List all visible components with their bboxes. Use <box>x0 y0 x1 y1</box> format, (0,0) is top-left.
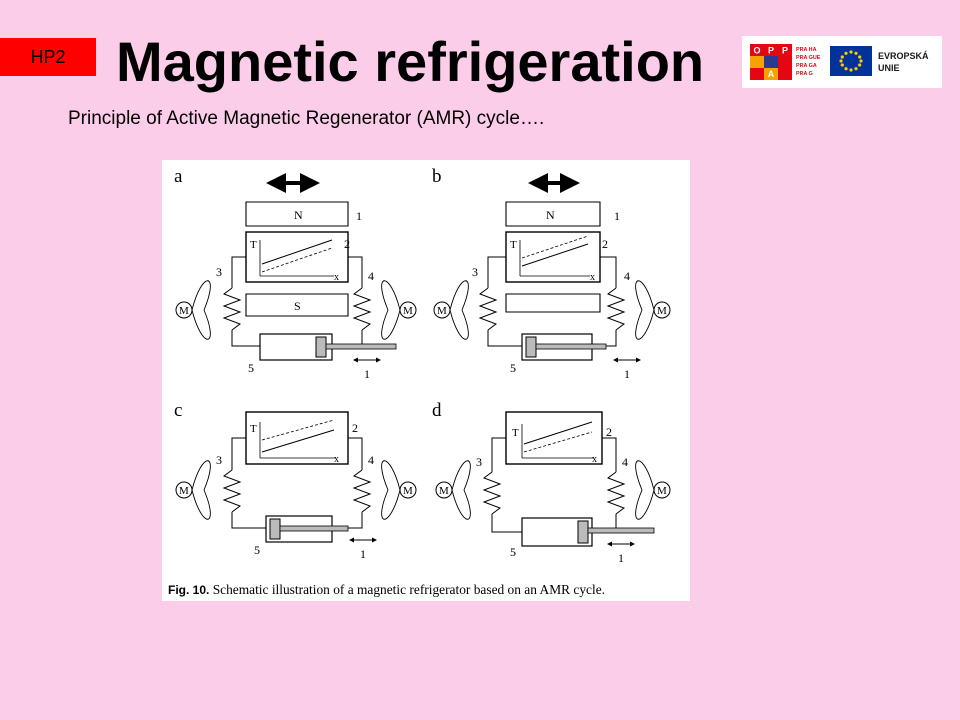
axis-t: T <box>250 239 257 251</box>
label-cylinder: 5 <box>254 543 260 557</box>
eu-text-line2: UNIE <box>878 63 900 73</box>
praha-line: PRA GUE <box>796 55 821 61</box>
magnet-top-label: N <box>546 208 555 222</box>
opp-letter: O <box>753 46 760 56</box>
piston-rod <box>587 527 655 534</box>
slide-title: Magnetic refrigeration <box>116 30 705 93</box>
label-magnet: 1 <box>356 209 362 223</box>
label-hx-left: 3 <box>476 455 482 469</box>
label-regenerator: 2 <box>602 237 608 251</box>
praha-line: PRA HA <box>796 47 817 53</box>
axis-t: T <box>510 239 517 251</box>
piston <box>525 336 537 358</box>
panel-letter: b <box>432 166 442 187</box>
piston-rod <box>535 343 607 350</box>
magnet-bottom <box>505 293 601 313</box>
axis-x: x <box>334 272 339 283</box>
praha-line: PRA G <box>796 71 813 77</box>
piston <box>577 520 589 544</box>
magnet-top-label: N <box>294 208 303 222</box>
panel-a: a N 1 T x 2 S 3 4 M M <box>174 166 417 381</box>
motor-label: M <box>657 305 667 317</box>
label-cylinder: 5 <box>248 361 254 375</box>
opp-praha-logo: O P P A PRA HA PRA GUE PRA GA PRA G <box>750 44 821 80</box>
praha-line: PRA GA <box>796 63 817 69</box>
regenerator <box>245 231 349 283</box>
motor-label: M <box>439 485 449 497</box>
axis-t: T <box>512 427 519 439</box>
motor-label: M <box>403 305 413 317</box>
label-magnet: 1 <box>614 209 620 223</box>
label-hx-right: 4 <box>624 269 630 283</box>
regenerator <box>505 411 603 465</box>
eu-logo: EVROPSKÁ UNIE <box>830 46 929 76</box>
eu-text-line1: EVROPSKÁ <box>878 51 929 61</box>
motor-label: M <box>437 305 447 317</box>
axis-x: x <box>592 454 597 465</box>
piston-rod <box>325 343 397 350</box>
label-piston-motion: 1 <box>360 547 366 561</box>
panel-c: c T x 2 3 4 M M 5 1 <box>174 400 417 561</box>
panel-letter: d <box>432 400 442 421</box>
label-hx-left: 3 <box>472 265 478 279</box>
piston <box>315 336 327 358</box>
hp-badge: HP2 <box>0 38 96 76</box>
label-piston-motion: 1 <box>618 551 624 565</box>
label-hx-right: 4 <box>622 455 628 469</box>
motor-label: M <box>403 485 413 497</box>
motor-label: M <box>179 485 189 497</box>
figure-caption: Fig. 10. Schematic illustration of a mag… <box>168 582 605 598</box>
magnet-top <box>245 201 349 227</box>
label-regenerator: 2 <box>352 421 358 435</box>
slide-subtitle: Principle of Active Magnetic Regenerator… <box>68 108 545 129</box>
figure-caption-text: Schematic illustration of a magnetic ref… <box>212 582 605 597</box>
panel-letter: a <box>174 166 183 187</box>
label-hx-right: 4 <box>368 269 374 283</box>
opp-letter: A <box>768 69 775 79</box>
panel-d: d T x 2 3 4 M M 5 1 <box>432 400 671 565</box>
amr-figure: a N 1 T x 2 S 3 4 M M <box>162 160 690 601</box>
label-cylinder: 5 <box>510 361 516 375</box>
label-regenerator: 2 <box>606 425 612 439</box>
hp-badge-label: HP2 <box>30 46 66 67</box>
logo-strip: O P P A PRA HA PRA GUE PRA GA PRA G EVRO… <box>742 36 942 88</box>
magnet-top <box>505 201 601 227</box>
label-hx-left: 3 <box>216 453 222 467</box>
opp-letter: P <box>782 46 788 56</box>
figure-caption-label: Fig. 10. <box>168 583 210 597</box>
axis-x: x <box>334 454 339 465</box>
label-hx-right: 4 <box>368 453 374 467</box>
label-piston-motion: 1 <box>364 367 370 381</box>
label-piston-motion: 1 <box>624 367 630 381</box>
piston <box>269 518 281 540</box>
panel-letter: c <box>174 400 182 421</box>
panel-b: b N 1 T x 2 3 4 M M <box>432 166 671 381</box>
motor-label: M <box>179 305 189 317</box>
amr-diagram: a N 1 T x 2 S 3 4 M M <box>174 166 671 565</box>
label-hx-left: 3 <box>216 265 222 279</box>
motor-label: M <box>657 485 667 497</box>
label-regenerator: 2 <box>344 237 350 251</box>
axis-t: T <box>250 423 257 435</box>
piston-rod <box>279 525 349 532</box>
magnet-bottom-label: S <box>294 299 301 313</box>
regenerator <box>245 411 349 465</box>
label-cylinder: 5 <box>510 545 516 559</box>
magnet-bottom <box>245 293 349 317</box>
axis-x: x <box>590 272 595 283</box>
opp-letter: P <box>768 46 774 56</box>
